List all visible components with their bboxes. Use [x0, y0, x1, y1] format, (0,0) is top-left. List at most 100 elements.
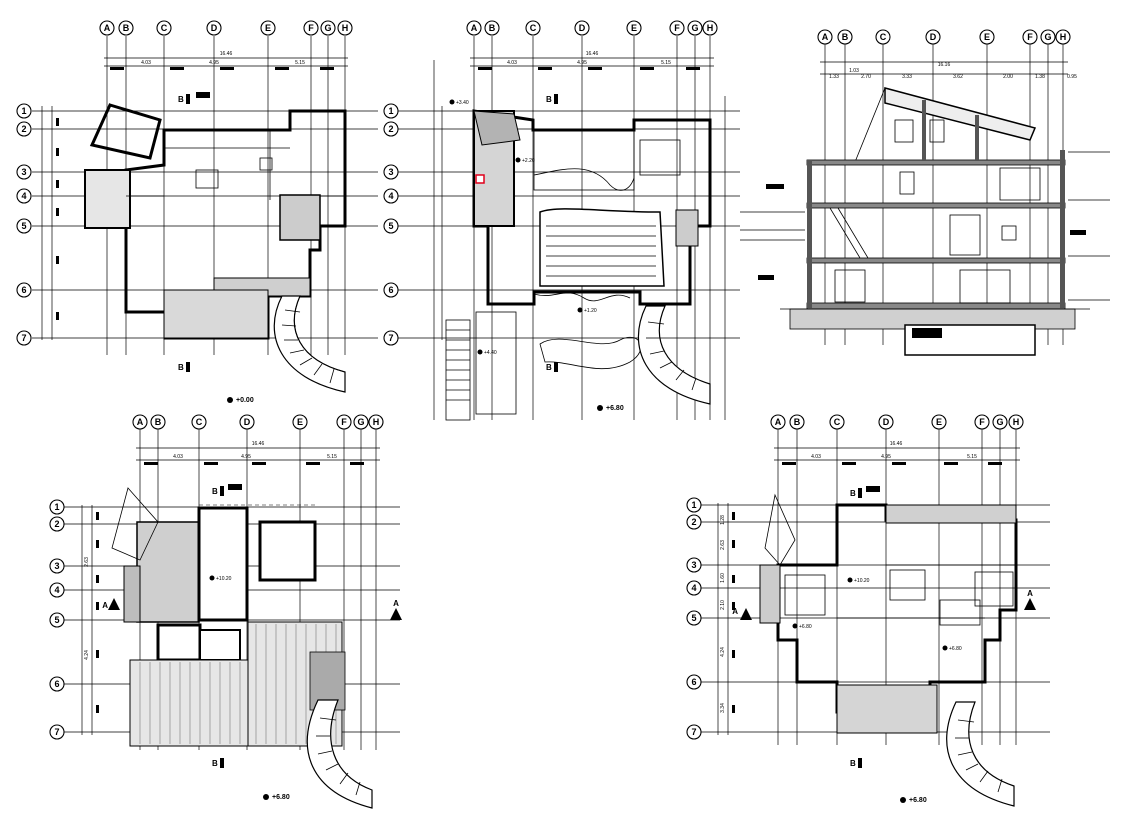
svg-text:5: 5 — [388, 221, 393, 231]
grid-label-col: D — [211, 23, 218, 33]
svg-text:3.62: 3.62 — [953, 74, 963, 80]
svg-text:B: B — [850, 489, 856, 498]
svg-text:G: G — [1044, 32, 1051, 42]
level-marker: +6.80 — [597, 405, 624, 412]
svg-text:7: 7 — [388, 333, 393, 343]
grid-label-row: 5 — [21, 221, 26, 231]
grid-label-row: 1 — [21, 106, 26, 116]
grid-bubbles-columns: A B C D E F G H — [466, 20, 718, 36]
grid-bubbles-rows: 1 2 3 4 5 6 7 — [16, 103, 32, 346]
svg-text:4.95: 4.95 — [241, 454, 251, 460]
svg-text:3.34: 3.34 — [720, 703, 726, 713]
grid-label-row: 2 — [21, 124, 26, 134]
terrace-hatched — [836, 684, 938, 734]
dimension-chain-left: 1.28 2.63 1.60 2.10 4.24 3.34 — [717, 503, 735, 735]
section-arrow-a: A A — [732, 589, 1036, 620]
svg-text:A: A — [732, 607, 738, 616]
svg-text:C: C — [834, 417, 841, 427]
svg-text:4.03: 4.03 — [507, 60, 517, 66]
svg-text:H: H — [1013, 417, 1020, 427]
spiral-stair — [637, 305, 711, 405]
inner-levels: +10.20 +6.80 +6.80 — [792, 577, 962, 652]
grid-bubbles-columns: A B C D E F G H — [132, 414, 384, 430]
pool — [533, 208, 665, 302]
svg-text:4.95: 4.95 — [577, 60, 587, 66]
dimension-chain-top: 16.46 4.03 4.95 5.15 — [470, 51, 714, 70]
svg-text:B: B — [850, 759, 856, 768]
svg-text:1: 1 — [388, 106, 393, 116]
svg-text:16.46: 16.46 — [252, 441, 265, 447]
svg-text:+0.00: +0.00 — [236, 397, 254, 404]
svg-text:A: A — [775, 417, 782, 427]
svg-text:+6.80: +6.80 — [949, 646, 962, 652]
section-mark-top: B — [546, 94, 558, 104]
svg-text:B: B — [489, 23, 496, 33]
roof-areas — [111, 487, 317, 662]
svg-text:1.38: 1.38 — [1035, 74, 1045, 80]
level-tags-right — [1068, 151, 1110, 301]
svg-text:+6.80: +6.80 — [799, 624, 812, 630]
grid-bubbles-columns: A B C D E F G H — [770, 414, 1024, 430]
svg-text:1: 1 — [691, 500, 696, 510]
svg-text:H: H — [1060, 32, 1067, 42]
svg-text:D: D — [930, 32, 937, 42]
dimension-chain-top: 16.46 4.03 4.95 5.15 — [104, 51, 348, 70]
svg-text:B: B — [212, 487, 218, 496]
svg-text:E: E — [936, 417, 942, 427]
svg-text:G: G — [691, 23, 698, 33]
section-arrow-a: A A — [102, 598, 402, 620]
svg-text:F: F — [979, 417, 985, 427]
level-tags-left — [740, 184, 805, 280]
svg-text:E: E — [984, 32, 990, 42]
svg-text:+6.80: +6.80 — [606, 405, 624, 412]
svg-text:D: D — [244, 417, 251, 427]
foundation — [780, 308, 1090, 356]
svg-text:E: E — [631, 23, 637, 33]
svg-text:16.16: 16.16 — [938, 62, 951, 68]
svg-text:4.24: 4.24 — [84, 650, 90, 660]
section-mark-bottom: B — [850, 758, 862, 768]
grid-label-row: 6 — [21, 285, 26, 295]
dim-3: 5.15 — [295, 60, 305, 66]
svg-text:1: 1 — [54, 502, 59, 512]
grid-label-col: F — [308, 23, 314, 33]
section-mark-bottom: B — [546, 362, 558, 372]
svg-text:5.15: 5.15 — [967, 454, 977, 460]
svg-text:A: A — [1027, 589, 1033, 598]
level-marker: +6.80 — [900, 797, 927, 804]
svg-text:H: H — [373, 417, 380, 427]
deck-planks — [129, 621, 346, 747]
svg-text:1.60: 1.60 — [720, 573, 726, 583]
grid-label-col: A — [104, 23, 111, 33]
dim-overall: 16.46 — [220, 51, 233, 57]
grid-label-col: C — [161, 23, 168, 33]
svg-text:16.46: 16.46 — [890, 441, 903, 447]
svg-text:+4.40: +4.40 — [484, 350, 497, 356]
spiral-stair — [306, 699, 373, 809]
svg-text:4.03: 4.03 — [173, 454, 183, 460]
svg-text:B: B — [842, 32, 849, 42]
svg-text:D: D — [883, 417, 890, 427]
svg-text:A: A — [137, 417, 144, 427]
svg-text:5: 5 — [691, 613, 696, 623]
svg-text:3: 3 — [388, 167, 393, 177]
dimension-chain-left — [433, 60, 726, 420]
dim-1: 4.03 — [141, 60, 151, 66]
svg-text:H: H — [707, 23, 714, 33]
svg-text:3.33: 3.33 — [902, 74, 912, 80]
dimension-chain-left: 2.63 4.24 — [81, 505, 99, 735]
svg-text:C: C — [530, 23, 537, 33]
grid-bubbles-rows: 1 2 3 4 5 6 7 — [49, 499, 65, 740]
section-mark-top: B — [178, 92, 210, 104]
grid-bubbles-columns: A B C D E F G H — [817, 29, 1071, 45]
floor-plan-first: A B C D E F G H 1 2 3 4 5 6 7 16.46 4.03… — [383, 20, 740, 421]
spiral-stair — [946, 701, 1015, 807]
svg-text:6: 6 — [54, 679, 59, 689]
inner-level: +10.20 — [209, 575, 232, 582]
svg-text:2: 2 — [388, 124, 393, 134]
svg-text:5: 5 — [54, 615, 59, 625]
svg-text:B: B — [212, 759, 218, 768]
grid-bubbles-rows: 1 2 3 4 5 6 7 — [383, 103, 399, 346]
svg-text:B: B — [546, 363, 552, 372]
